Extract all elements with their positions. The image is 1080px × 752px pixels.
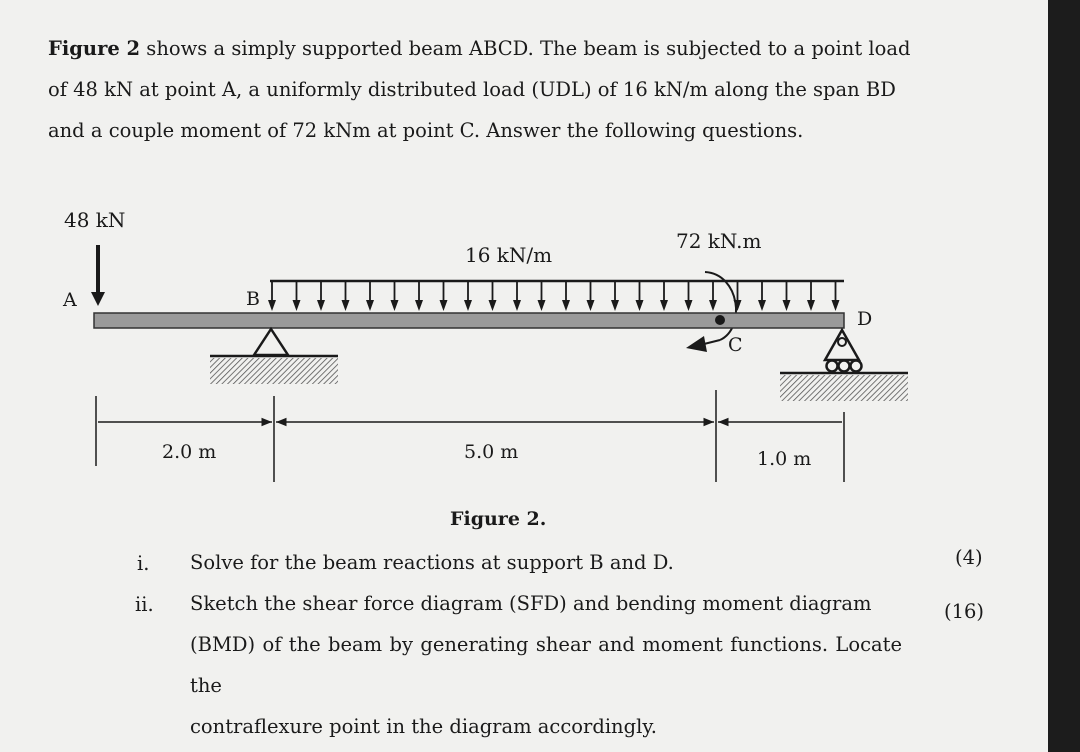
udl-arrow bbox=[807, 281, 815, 311]
question-2-marks: (16) bbox=[944, 600, 985, 623]
udl-arrow bbox=[831, 281, 840, 311]
udl-arrow bbox=[709, 281, 717, 311]
pin-support-b bbox=[210, 326, 338, 384]
udl-arrow bbox=[537, 281, 546, 311]
dimension-ab: 2.0 m bbox=[162, 441, 216, 463]
point-c-marker bbox=[715, 315, 725, 325]
roller-support-d bbox=[780, 327, 908, 401]
udl-arrow bbox=[317, 281, 325, 311]
udl-arrow bbox=[513, 281, 521, 311]
udl-arrow bbox=[439, 281, 448, 311]
udl-label: 16 kN/m bbox=[465, 243, 552, 267]
udl-arrow bbox=[464, 281, 472, 311]
question-2-line: Sketch the shear force diagram (SFD) and… bbox=[190, 592, 872, 615]
udl-arrow bbox=[488, 281, 497, 311]
udl-arrow bbox=[586, 281, 595, 311]
udl-arrow bbox=[366, 281, 374, 311]
udl-arrow bbox=[611, 281, 619, 311]
udl-arrow bbox=[268, 281, 276, 311]
question-2-line: (BMD) of the beam by generating shear an… bbox=[190, 633, 902, 697]
problem-text: shows a simply supported beam ABCD. The … bbox=[48, 37, 911, 142]
moment-arc bbox=[686, 271, 737, 352]
point-load-arrow bbox=[91, 245, 105, 306]
question-1-marks: (4) bbox=[955, 546, 983, 569]
dimension-cd: 1.0 m bbox=[757, 448, 811, 470]
point-load-label: 48 kN bbox=[64, 208, 125, 232]
beam-figure: 48 kN A 16 kN/m B 72 kN.m C D bbox=[62, 208, 908, 482]
label-d: D bbox=[857, 308, 872, 330]
label-c: C bbox=[728, 334, 743, 356]
udl-arrow bbox=[782, 281, 791, 311]
figure-reference: Figure 2 bbox=[48, 37, 141, 60]
question-2-number: ii. bbox=[135, 593, 154, 616]
udl-arrow bbox=[415, 281, 423, 311]
label-a: A bbox=[62, 289, 77, 311]
udl-arrow bbox=[684, 281, 693, 311]
label-b: B bbox=[246, 288, 260, 310]
question-1-line: Solve for the beam reactions at support … bbox=[190, 551, 674, 574]
dimension-lines bbox=[95, 390, 845, 482]
problem-statement: Figure 2 shows a simply supported beam A… bbox=[48, 28, 918, 151]
udl-arrow bbox=[660, 281, 668, 311]
udl-arrow bbox=[390, 281, 399, 311]
udl-arrow bbox=[635, 281, 644, 311]
beam bbox=[93, 312, 845, 329]
udl-arrow bbox=[292, 281, 301, 311]
dimension-bc: 5.0 m bbox=[464, 441, 518, 463]
moment-label: 72 kN.m bbox=[676, 229, 762, 253]
question-2-text: Sketch the shear force diagram (SFD) and… bbox=[190, 583, 902, 747]
question-2-line: contraflexure point in the diagram accor… bbox=[190, 715, 657, 738]
udl-arrows bbox=[268, 279, 844, 311]
udl-arrow bbox=[562, 281, 570, 311]
udl-arrow bbox=[341, 281, 350, 311]
udl-arrow bbox=[758, 281, 766, 311]
question-sheet: Figure 2 shows a simply supported beam A… bbox=[0, 0, 1048, 752]
question-1-text: Solve for the beam reactions at support … bbox=[190, 542, 902, 583]
figure-caption: Figure 2. bbox=[450, 508, 547, 530]
question-1-number: i. bbox=[137, 552, 150, 575]
